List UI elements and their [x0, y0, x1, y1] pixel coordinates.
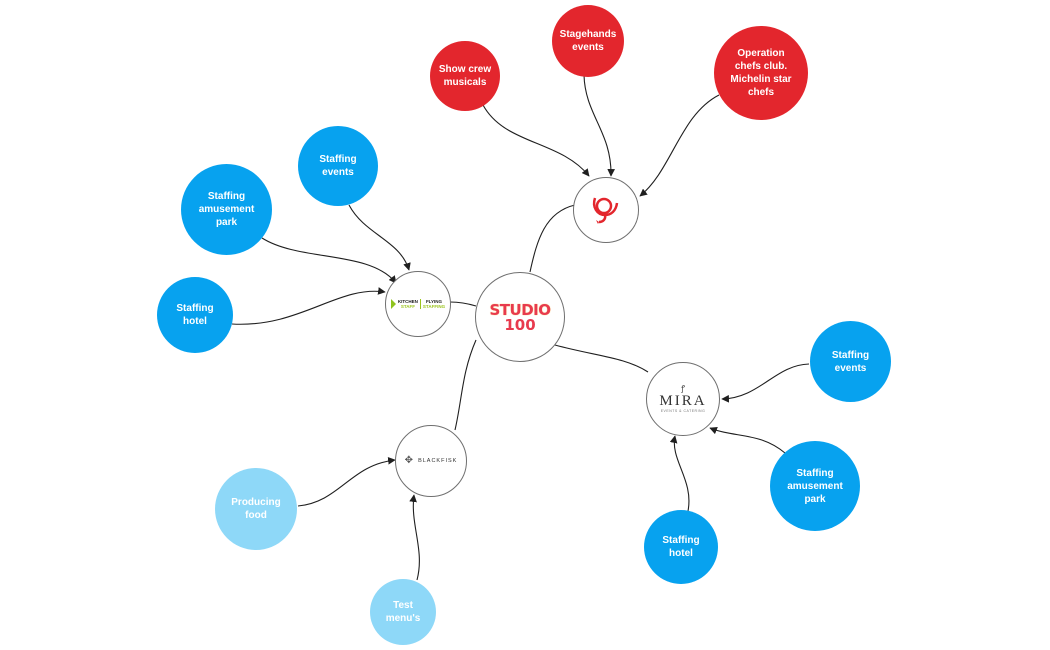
bubble-show-crew[interactable]: Show crew musicals [430, 41, 500, 111]
arrow-chefs-devil [639, 94, 720, 197]
arrow-test-blackfisk [409, 494, 420, 581]
studio100-logo-number: 100 [504, 315, 536, 334]
bubble-staffing-events-left[interactable]: Staffing events [298, 126, 378, 206]
mira-logo-word: MIRA [659, 393, 707, 409]
bubble-label: Staffing amusement park [787, 467, 843, 505]
blackfisk-node[interactable]: ✥ BLACKFISK [395, 425, 467, 497]
kitchen-logo-text-4: STAFFING [422, 304, 446, 309]
kitchen-logo-text-3: FLYING [425, 299, 443, 304]
arrow-stagehands-devil [583, 74, 616, 177]
bubble-staffing-events-right[interactable]: Staffing events [810, 321, 891, 402]
mira-logo-mark: ꝭ [681, 384, 685, 393]
mira-node[interactable]: ꝭ MIRA EVENTS & CATERING [646, 362, 720, 436]
bubble-staffing-amusement-right[interactable]: Staffing amusement park [770, 441, 860, 531]
blackfisk-logo: ✥ BLACKFISK [405, 456, 458, 466]
kitchen-logo-text-1: KITCHEN [397, 299, 418, 304]
studio100-center-node[interactable]: STUDIO 100 [475, 272, 565, 362]
arrow-showcrew-devil [482, 104, 590, 177]
studio100-logo: STUDIO 100 [489, 300, 552, 334]
bubble-label: Staffing hotel [176, 303, 214, 327]
arrow-hotel-mira [669, 435, 690, 512]
link-center-kitchen [449, 301, 477, 307]
arrow-hotel-kitchen [231, 287, 386, 325]
bubble-operation-chefs[interactable]: Operation chefs club. Michelin star chef… [714, 26, 808, 120]
kitchen-logo-divider [419, 299, 421, 309]
bubble-producing-food[interactable]: Producing food [215, 468, 297, 550]
blackfisk-fish-icon: ✥ [404, 455, 414, 466]
arrow-events-kitchen [348, 204, 411, 271]
bubble-label: Staffing events [831, 349, 870, 374]
bubble-label: Test menu's [385, 600, 421, 624]
mira-logo-subtitle: EVENTS & CATERING [660, 409, 706, 413]
arrow-amusement-mira [709, 426, 786, 454]
kitchen-staff-logo: KITCHEN STAFF FLYING STAFFING [390, 299, 446, 309]
bubble-label: Stagehands events [559, 29, 617, 53]
kitchen-staff-node[interactable]: KITCHEN STAFF FLYING STAFFING [385, 271, 451, 337]
bubble-label: Operation chefs club. Michelin star chef… [730, 48, 792, 98]
devil-logo-icon [592, 197, 619, 224]
kitchen-logo-text-2: STAFF [400, 304, 415, 309]
kitchen-leaf-icon [390, 299, 396, 309]
devil-logo-node[interactable] [573, 177, 639, 243]
bubble-label: Staffing events [319, 154, 357, 178]
arrow-amusement-kitchen [261, 237, 397, 284]
bubble-staffing-hotel-right[interactable]: Staffing hotel [644, 510, 718, 584]
bubble-label: Staffing hotel [662, 535, 700, 559]
bubble-staffing-hotel-left[interactable]: Staffing hotel [157, 277, 233, 353]
bubble-label: Show crew musicals [438, 64, 492, 88]
arrow-events-mira [721, 363, 810, 403]
studio100-logo-word: STUDIO [489, 300, 552, 319]
bubble-staffing-amusement-left[interactable]: Staffing amusement park [181, 164, 272, 255]
link-center-devil [529, 204, 576, 273]
bubble-label: Producing food [231, 497, 281, 521]
blackfisk-logo-word: BLACKFISK [418, 458, 458, 464]
arrow-food-blackfisk [297, 456, 396, 507]
bubble-test-menus[interactable]: Test menu's [370, 579, 436, 645]
bubble-stagehands[interactable]: Stagehands events [552, 5, 624, 77]
link-center-blackfisk [454, 339, 477, 431]
link-center-mira [554, 344, 649, 373]
bubble-label: Staffing amusement park [198, 191, 255, 228]
mira-logo: ꝭ MIRA EVENTS & CATERING [659, 384, 707, 414]
